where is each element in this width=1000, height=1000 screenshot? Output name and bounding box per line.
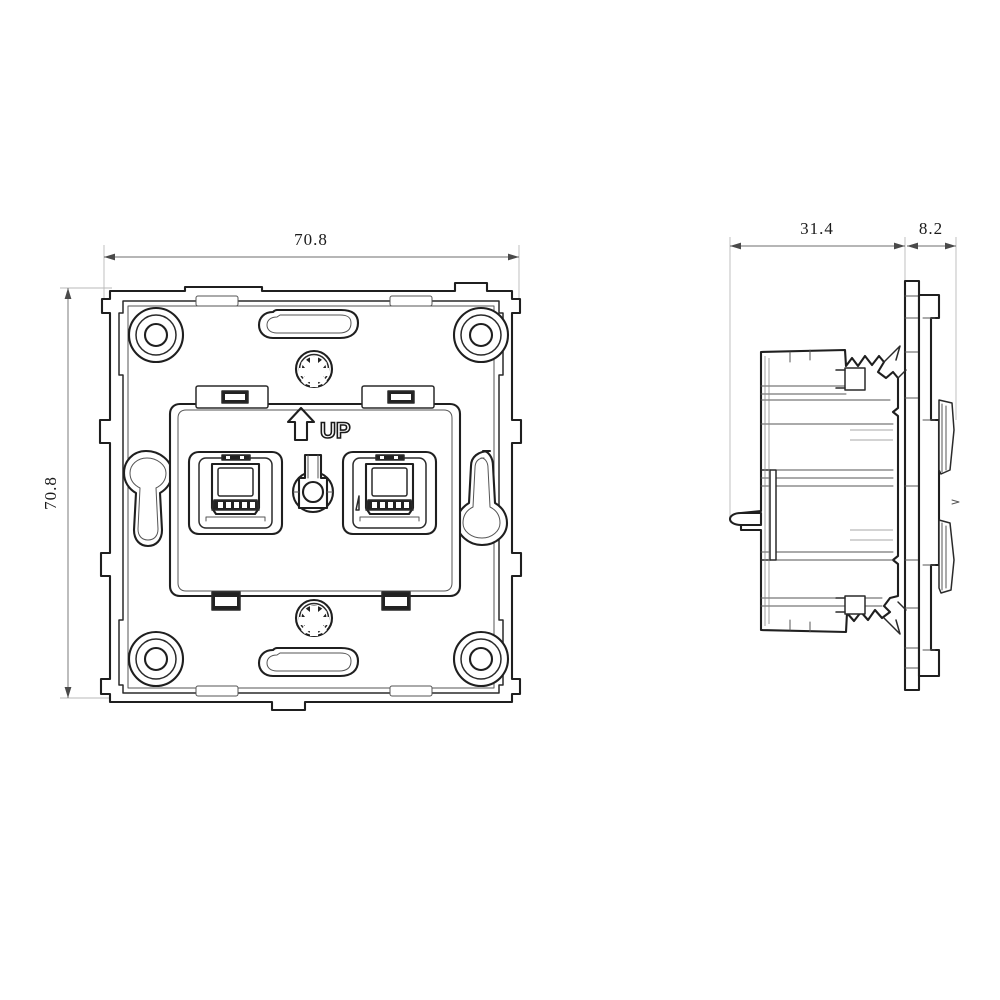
mounting-hole-top-right bbox=[452, 306, 510, 364]
arrowhead-right-2-icon bbox=[894, 242, 905, 250]
screw-top bbox=[294, 349, 334, 389]
frame-slot-bottom-right bbox=[389, 685, 433, 697]
side-view bbox=[728, 279, 960, 692]
rj45-latch-left bbox=[221, 454, 251, 461]
side-terminal-block bbox=[769, 469, 777, 561]
arrowhead-right-3-icon bbox=[945, 242, 956, 250]
front-view: UP bbox=[98, 281, 523, 712]
dimension-label-height: 70.8 bbox=[41, 476, 60, 510]
module-clip-top-left bbox=[195, 385, 269, 409]
arrowhead-left-icon bbox=[104, 253, 115, 261]
mounting-hole-top-left bbox=[127, 306, 185, 364]
arrowhead-up-icon bbox=[64, 288, 72, 299]
up-label: UP bbox=[320, 418, 351, 443]
rj45-pins-right bbox=[372, 502, 409, 508]
module-clip-bottom-left bbox=[211, 591, 241, 611]
claw-lead-upper bbox=[883, 345, 901, 363]
mounting-wing bbox=[728, 511, 763, 527]
frame-slot-top-left bbox=[195, 295, 239, 307]
keyhole-slot-left bbox=[122, 449, 174, 548]
arrowhead-right-icon bbox=[508, 253, 519, 261]
screw-bottom bbox=[294, 598, 334, 638]
adjustment-slot-top bbox=[257, 308, 360, 340]
front-view-dimensions: 70.8 70.8 bbox=[41, 230, 520, 699]
arrowhead-left-3-icon bbox=[907, 242, 918, 250]
adjustment-slot-bottom bbox=[257, 646, 360, 678]
side-body-outline bbox=[739, 348, 900, 634]
dimension-label-plate-depth: 8.2 bbox=[919, 219, 943, 238]
rj45-latch-right bbox=[375, 454, 405, 461]
rj45-pins-left bbox=[218, 502, 255, 508]
module-clip-bottom-right bbox=[381, 591, 411, 611]
side-inner-step-upper bbox=[844, 367, 866, 391]
dimension-label-width: 70.8 bbox=[294, 230, 328, 249]
dimension-label-body-depth: 31.4 bbox=[800, 219, 834, 238]
mounting-hole-bottom-left bbox=[127, 630, 185, 688]
rj45-cavity-right bbox=[371, 467, 408, 497]
up-orientation-marking: UP bbox=[286, 406, 351, 444]
rj45-port-right[interactable] bbox=[341, 450, 438, 536]
frame-slot-top-right bbox=[389, 295, 433, 307]
frame-slot-bottom-left bbox=[195, 685, 239, 697]
keyhole-slot-right bbox=[455, 449, 509, 547]
rj45-index-mark-right bbox=[355, 495, 360, 511]
claw-lead-lower bbox=[883, 617, 901, 635]
side-terminal-ticks bbox=[760, 469, 771, 561]
module-clip-top-right bbox=[361, 385, 435, 409]
side-view-dimensions: 31.4 8.2 bbox=[729, 219, 957, 520]
mounting-hole-bottom-right bbox=[452, 630, 510, 688]
arrowhead-down-icon bbox=[64, 687, 72, 698]
side-inner-step-lower bbox=[844, 595, 866, 615]
up-arrow-icon bbox=[286, 406, 316, 442]
inner-yoke-outline-offset bbox=[127, 305, 495, 689]
center-locking-pin[interactable] bbox=[291, 453, 335, 514]
claw-detail-tick bbox=[951, 499, 960, 505]
arrowhead-left-2-icon bbox=[730, 242, 741, 250]
rj45-port-left[interactable] bbox=[187, 450, 284, 536]
rj45-cavity-left bbox=[217, 467, 254, 497]
